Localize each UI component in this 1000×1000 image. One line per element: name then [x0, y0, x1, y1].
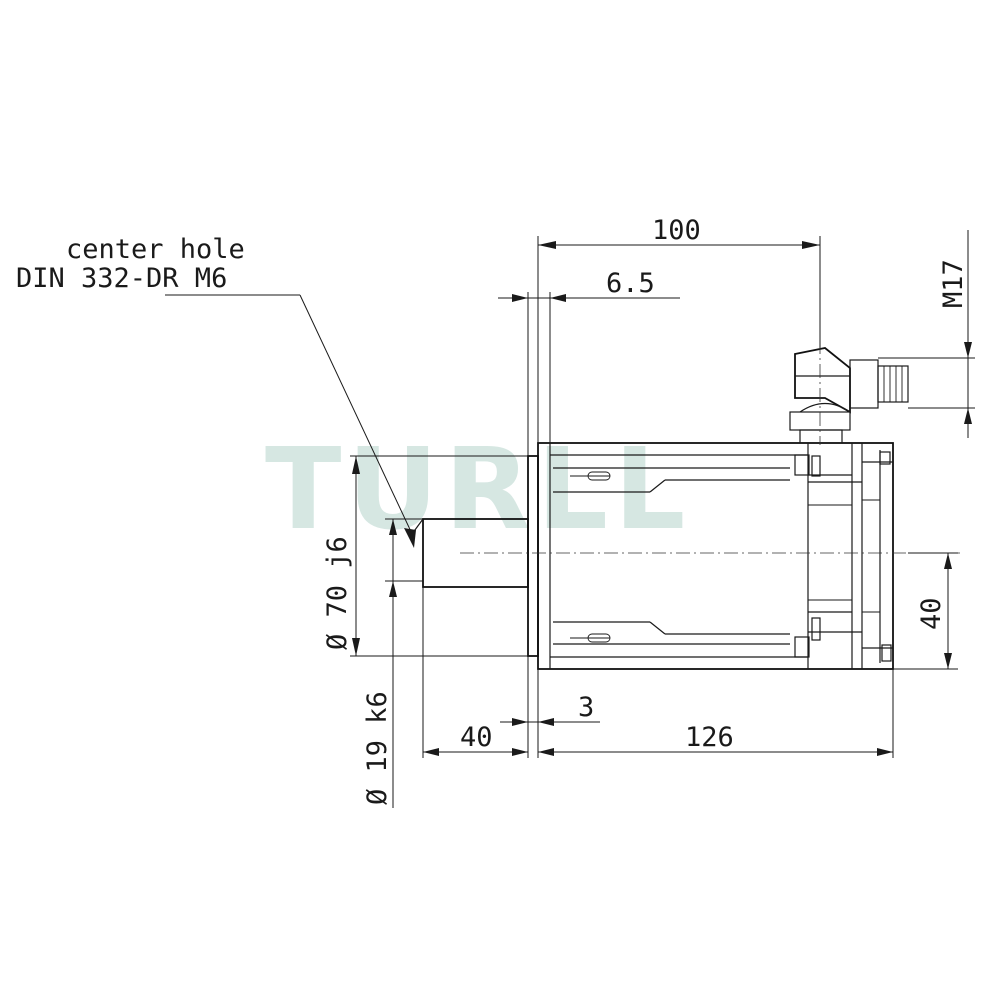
note-line2: DIN 332-DR M6 — [16, 263, 227, 294]
dim-flange-diameter-label: Ø 70 j6 — [322, 536, 353, 650]
dim-body-length-label: 126 — [685, 722, 734, 753]
dim-flange-thickness-label: 3 — [578, 692, 594, 723]
dim-shaft-length: 40 — [422, 587, 529, 758]
dim-shaft-diameter: Ø 19 k6 — [362, 518, 423, 808]
dim-shaft-length-label: 40 — [460, 722, 493, 753]
note-line1: center hole — [66, 234, 245, 265]
dim-body-length: 126 — [538, 669, 894, 758]
dim-6-5: 6.5 — [498, 268, 680, 456]
watermark-text: TURLL — [265, 425, 691, 555]
dim-m17-label: M17 — [938, 259, 969, 308]
dim-100-label: 100 — [652, 215, 701, 246]
dim-shaft-diameter-label: Ø 19 k6 — [362, 691, 393, 805]
dim-connector-height: 40 — [893, 552, 958, 670]
connector — [789, 340, 909, 445]
motor-body — [527, 442, 894, 670]
dim-connector-height-label: 40 — [916, 597, 947, 630]
dim-100: 100 — [537, 215, 821, 443]
dim-6-5-label: 6.5 — [606, 268, 655, 299]
dim-m17: M17 — [878, 230, 975, 438]
dim-flange-thickness: 3 — [500, 669, 600, 758]
center-hole-note: center hole DIN 332-DR M6 — [16, 234, 416, 548]
dim-flange-diameter: Ø 70 j6 — [322, 455, 528, 657]
